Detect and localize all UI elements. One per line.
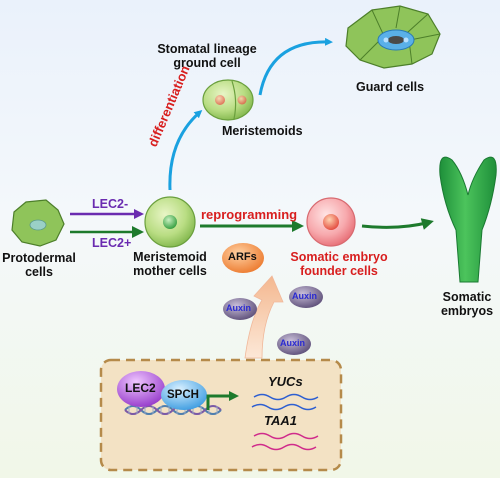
arfs-label: ARFs bbox=[228, 251, 257, 263]
spch-protein-label: SPCH bbox=[167, 389, 199, 401]
arrow-to-guard-cells bbox=[258, 37, 333, 96]
lec2-protein-label: LEC2 bbox=[125, 381, 156, 395]
somatic-embryo-illustration bbox=[439, 156, 497, 283]
meristemoids-label: Meristemoids bbox=[222, 124, 303, 138]
taa1-transcripts bbox=[251, 432, 319, 451]
arrow-to-somatic-embryo bbox=[361, 218, 434, 230]
founder-cell-illustration bbox=[306, 197, 356, 247]
somatic-embryos-line-2: embryos bbox=[440, 304, 494, 318]
meristemoid-mother-label: Meristemoid mother cells bbox=[118, 250, 222, 278]
auxin-blob-2 bbox=[289, 286, 323, 308]
stomatal-lineage-label: Stomatal lineage ground cell bbox=[152, 42, 262, 70]
transcription-arrow bbox=[206, 391, 239, 410]
auxin-blob-3 bbox=[277, 333, 311, 355]
spch-protein-icon bbox=[161, 380, 207, 410]
auxin-label-1: Auxin bbox=[226, 303, 252, 313]
founder-cells-label: Somatic embryo founder cells bbox=[282, 250, 396, 278]
lec2-protein-icon bbox=[117, 371, 165, 407]
arfs-blob bbox=[222, 243, 264, 273]
arrow-differentiation bbox=[168, 110, 203, 191]
reprogramming-label: reprogramming bbox=[201, 207, 298, 222]
auxin-label-3: Auxin bbox=[280, 338, 306, 348]
stomatal-lineage-line-1: Stomatal lineage bbox=[157, 42, 257, 56]
protodermal-cell-illustration bbox=[11, 199, 65, 247]
protodermal-label: Protodermal cells bbox=[0, 251, 78, 279]
somatic-embryos-label: Somatic embryos bbox=[434, 290, 500, 318]
guard-cells-illustration bbox=[345, 5, 441, 69]
protodermal-line-1: Protodermal bbox=[2, 251, 76, 265]
founder-line-2: founder cells bbox=[300, 264, 378, 278]
taa1-label: TAA1 bbox=[264, 413, 297, 428]
lec2-minus-label: LEC2- bbox=[92, 197, 129, 211]
guard-cells-label: Guard cells bbox=[356, 80, 425, 94]
meristemoid-mother-line-1: Meristemoid bbox=[133, 250, 207, 264]
meristemoid-mother-cell-illustration bbox=[144, 196, 196, 248]
meristemoid-illustration bbox=[202, 79, 254, 121]
auxin-label-2: Auxin bbox=[292, 291, 318, 301]
meristemoid-mother-line-2: mother cells bbox=[133, 264, 207, 278]
yucs-transcripts bbox=[251, 393, 319, 411]
somatic-embryos-line-1: Somatic bbox=[442, 290, 492, 304]
yucs-label: YUCs bbox=[268, 374, 303, 389]
lec2-plus-label: LEC2+ bbox=[92, 236, 132, 250]
auxin-blob-1 bbox=[223, 298, 257, 320]
stomatal-lineage-line-2: ground cell bbox=[173, 56, 241, 70]
signal-arrow bbox=[244, 275, 284, 359]
founder-line-1: Somatic embryo bbox=[290, 250, 388, 264]
protodermal-line-2: cells bbox=[25, 265, 53, 279]
